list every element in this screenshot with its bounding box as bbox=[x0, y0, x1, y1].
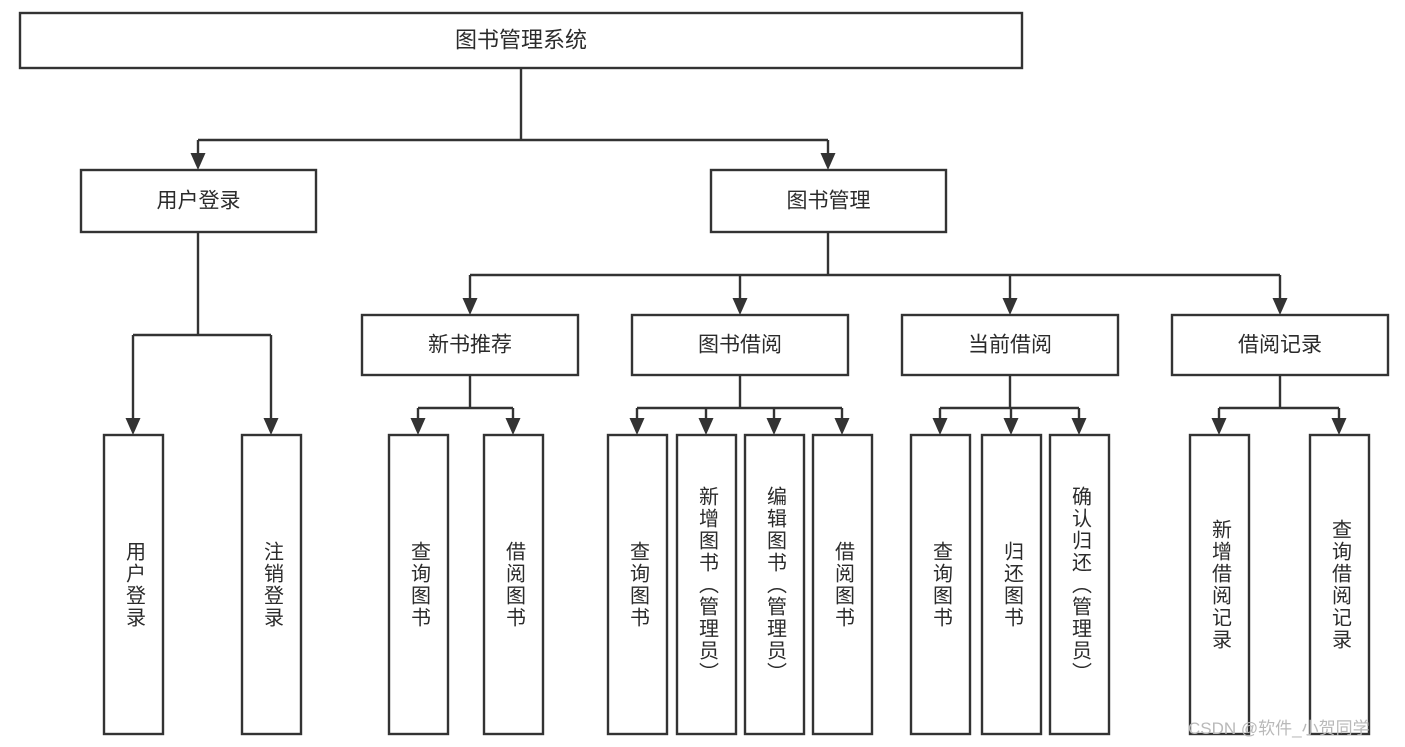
node-label-user-login: 用户登录 bbox=[157, 190, 241, 213]
arrow-head-icon bbox=[820, 153, 836, 170]
arrow-head-icon bbox=[1331, 418, 1347, 435]
node-box-current-borrow[interactable] bbox=[900, 313, 1120, 377]
node-box-leaf-logout[interactable] bbox=[240, 433, 303, 736]
node-box-leaf-borrow-book-2[interactable] bbox=[811, 433, 874, 736]
arrow-head-icon bbox=[932, 418, 948, 435]
arrow-head-icon bbox=[1272, 298, 1288, 315]
arrow-head-icon bbox=[1071, 418, 1087, 435]
node-box-layer bbox=[18, 11, 1390, 736]
node-label-new-book-rec: 新书推荐 bbox=[428, 334, 512, 357]
connector-layer bbox=[125, 68, 1347, 435]
node-label-book-manage: 图书管理 bbox=[787, 190, 871, 213]
node-box-book-borrow[interactable] bbox=[630, 313, 850, 377]
node-box-leaf-user-login[interactable] bbox=[102, 433, 165, 736]
node-label-book-borrow: 图书借阅 bbox=[698, 334, 782, 357]
node-box-leaf-confirm-return[interactable] bbox=[1048, 433, 1111, 736]
node-box-borrow-record[interactable] bbox=[1170, 313, 1390, 377]
node-box-root[interactable] bbox=[18, 11, 1024, 70]
arrow-head-icon bbox=[732, 298, 748, 315]
csdn-watermark: CSDN @软件_小贺同学 bbox=[1188, 719, 1370, 738]
node-box-user-login[interactable] bbox=[79, 168, 318, 234]
node-box-leaf-add-book[interactable] bbox=[675, 433, 738, 736]
node-box-leaf-query-book-2[interactable] bbox=[606, 433, 669, 736]
node-box-leaf-edit-book[interactable] bbox=[743, 433, 806, 736]
arrow-head-icon bbox=[1003, 418, 1019, 435]
arrow-head-icon bbox=[629, 418, 645, 435]
node-label-borrow-record: 借阅记录 bbox=[1238, 334, 1322, 357]
node-label-root: 图书管理系统 bbox=[455, 27, 587, 52]
node-box-leaf-query-record[interactable] bbox=[1308, 433, 1371, 736]
node-box-leaf-query-book-1[interactable] bbox=[387, 433, 450, 736]
node-box-leaf-borrow-book-1[interactable] bbox=[482, 433, 545, 736]
arrow-head-icon bbox=[1211, 418, 1227, 435]
node-box-leaf-query-book-3[interactable] bbox=[909, 433, 972, 736]
arrow-head-icon bbox=[125, 418, 141, 435]
arrow-head-icon bbox=[263, 418, 279, 435]
node-box-book-manage[interactable] bbox=[709, 168, 948, 234]
arrow-head-icon bbox=[410, 418, 426, 435]
node-box-new-book-rec[interactable] bbox=[360, 313, 580, 377]
arrow-head-icon bbox=[766, 418, 782, 435]
arrow-head-icon bbox=[462, 298, 478, 315]
node-label-current-borrow: 当前借阅 bbox=[968, 334, 1052, 357]
arrow-head-icon bbox=[505, 418, 521, 435]
node-box-leaf-add-record[interactable] bbox=[1188, 433, 1251, 736]
arrow-head-icon bbox=[698, 418, 714, 435]
arrow-head-icon bbox=[834, 418, 850, 435]
arrow-head-icon bbox=[190, 153, 206, 170]
node-box-leaf-return-book[interactable] bbox=[980, 433, 1043, 736]
arrow-head-icon bbox=[1002, 298, 1018, 315]
